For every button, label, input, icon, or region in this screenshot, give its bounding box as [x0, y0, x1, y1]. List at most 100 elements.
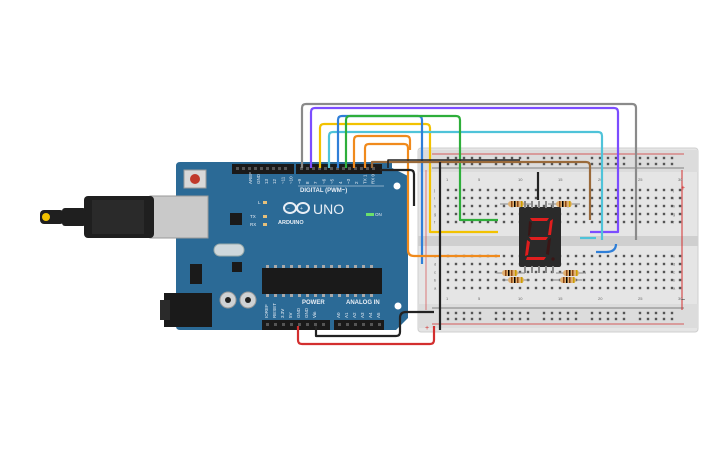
breadboard-hole[interactable]: [574, 317, 578, 321]
breadboard-hole[interactable]: [670, 317, 674, 321]
breadboard-hole[interactable]: [614, 162, 618, 166]
breadboard-hole[interactable]: [462, 270, 466, 274]
breadboard-hole[interactable]: [558, 286, 562, 290]
resistor[interactable]: [556, 270, 586, 276]
wire-purple[interactable]: [309, 106, 620, 234]
breadboard-hole[interactable]: [590, 317, 594, 321]
breadboard-hole[interactable]: [678, 204, 682, 208]
breadboard-hole[interactable]: [582, 220, 586, 224]
breadboard-hole[interactable]: [590, 220, 594, 224]
breadboard-hole[interactable]: [630, 286, 634, 290]
breadboard-hole[interactable]: [446, 162, 450, 166]
breadboard-hole[interactable]: [614, 286, 618, 290]
breadboard-hole[interactable]: [662, 162, 666, 166]
breadboard-hole[interactable]: [510, 212, 514, 216]
breadboard-hole[interactable]: [670, 254, 674, 258]
wire-cyan[interactable]: [327, 130, 604, 240]
breadboard-hole[interactable]: [590, 254, 594, 258]
breadboard-hole[interactable]: [566, 162, 570, 166]
breadboard-hole[interactable]: [662, 196, 666, 200]
breadboard-hole[interactable]: [502, 156, 506, 160]
breadboard-hole[interactable]: [502, 220, 506, 224]
breadboard-hole[interactable]: [654, 317, 658, 321]
breadboard-hole[interactable]: [670, 196, 674, 200]
usb-connector[interactable]: [40, 195, 209, 239]
breadboard-hole[interactable]: [598, 220, 602, 224]
breadboard-hole[interactable]: [502, 317, 506, 321]
breadboard-hole[interactable]: [654, 270, 658, 274]
breadboard-hole[interactable]: [526, 204, 530, 208]
breadboard-hole[interactable]: [518, 156, 522, 160]
breadboard-hole[interactable]: [630, 270, 634, 274]
breadboard-hole[interactable]: [446, 262, 450, 266]
breadboard-hole[interactable]: [590, 270, 594, 274]
wire-brown[interactable]: [370, 160, 592, 220]
breadboard-hole[interactable]: [638, 162, 642, 166]
breadboard-hole[interactable]: [494, 162, 498, 166]
breadboard-hole[interactable]: [542, 196, 546, 200]
breadboard-hole[interactable]: [614, 204, 618, 208]
breadboard-hole[interactable]: [478, 204, 482, 208]
breadboard-hole[interactable]: [478, 156, 482, 160]
breadboard-hole[interactable]: [606, 188, 610, 192]
breadboard-hole[interactable]: [446, 270, 450, 274]
breadboard-hole[interactable]: [486, 286, 490, 290]
breadboard-hole[interactable]: [502, 311, 506, 315]
breadboard-hole[interactable]: [622, 317, 626, 321]
breadboard-hole[interactable]: [654, 156, 658, 160]
breadboard-hole[interactable]: [582, 286, 586, 290]
breadboard-hole[interactable]: [598, 212, 602, 216]
breadboard-hole[interactable]: [542, 188, 546, 192]
breadboard-hole[interactable]: [678, 262, 682, 266]
breadboard-hole[interactable]: [670, 212, 674, 216]
breadboard-hole[interactable]: [494, 311, 498, 315]
breadboard-hole[interactable]: [638, 317, 642, 321]
breadboard-hole[interactable]: [606, 311, 610, 315]
breadboard-hole[interactable]: [558, 162, 562, 166]
breadboard-hole[interactable]: [486, 262, 490, 266]
breadboard-hole[interactable]: [566, 311, 570, 315]
breadboard-hole[interactable]: [582, 254, 586, 258]
breadboard-hole[interactable]: [622, 278, 626, 282]
breadboard-hole[interactable]: [502, 254, 506, 258]
breadboard-hole[interactable]: [454, 262, 458, 266]
breadboard-hole[interactable]: [662, 262, 666, 266]
breadboard-hole[interactable]: [502, 204, 506, 208]
breadboard-hole[interactable]: [614, 262, 618, 266]
breadboard-hole[interactable]: [470, 212, 474, 216]
breadboard-hole[interactable]: [558, 156, 562, 160]
breadboard-hole[interactable]: [630, 278, 634, 282]
breadboard-hole[interactable]: [462, 262, 466, 266]
breadboard-hole[interactable]: [614, 311, 618, 315]
breadboard-hole[interactable]: [630, 220, 634, 224]
breadboard-hole[interactable]: [646, 317, 650, 321]
breadboard-hole[interactable]: [510, 220, 514, 224]
breadboard-hole[interactable]: [638, 196, 642, 200]
breadboard-hole[interactable]: [446, 286, 450, 290]
breadboard-hole[interactable]: [670, 311, 674, 315]
breadboard-hole[interactable]: [470, 204, 474, 208]
breadboard-hole[interactable]: [590, 156, 594, 160]
breadboard-hole[interactable]: [646, 212, 650, 216]
breadboard-hole[interactable]: [542, 162, 546, 166]
breadboard-hole[interactable]: [486, 278, 490, 282]
breadboard-hole[interactable]: [566, 188, 570, 192]
breadboard-hole[interactable]: [542, 278, 546, 282]
breadboard-hole[interactable]: [646, 311, 650, 315]
breadboard-hole[interactable]: [550, 317, 554, 321]
breadboard-hole[interactable]: [478, 317, 482, 321]
breadboard-hole[interactable]: [558, 270, 562, 274]
breadboard-hole[interactable]: [526, 311, 530, 315]
breadboard-hole[interactable]: [582, 212, 586, 216]
breadboard-hole[interactable]: [678, 220, 682, 224]
breadboard-hole[interactable]: [510, 196, 514, 200]
breadboard-hole[interactable]: [534, 204, 538, 208]
breadboard-hole[interactable]: [582, 262, 586, 266]
breadboard-hole[interactable]: [574, 212, 578, 216]
breadboard-hole[interactable]: [502, 162, 506, 166]
breadboard-hole[interactable]: [654, 278, 658, 282]
breadboard-hole[interactable]: [622, 188, 626, 192]
breadboard-hole[interactable]: [678, 196, 682, 200]
breadboard-hole[interactable]: [518, 162, 522, 166]
breadboard-hole[interactable]: [622, 286, 626, 290]
